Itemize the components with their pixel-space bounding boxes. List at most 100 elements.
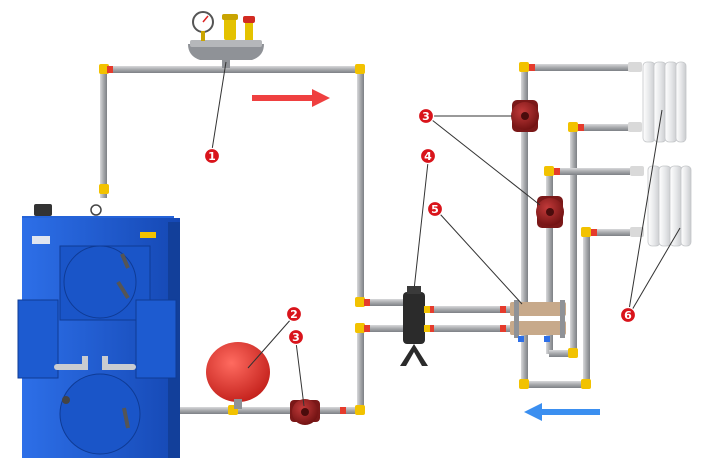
leader-line-6-upper [628, 109, 663, 311]
leader-line-3a [295, 341, 305, 407]
manifold-return-bar [510, 321, 566, 335]
boiler-shelf [17, 299, 59, 379]
fitting [581, 227, 591, 237]
callout-badge-4: 4 [419, 147, 437, 165]
boiler-handle [102, 364, 136, 370]
callout-label: 4 [424, 150, 432, 163]
hydraulic-separator-port [424, 306, 430, 313]
boiler-shelf [135, 299, 177, 379]
radiator-pump-upper [511, 100, 539, 132]
callout-badge-3b: 3 [417, 107, 435, 125]
expansion-tank-neck [234, 399, 242, 409]
hydraulic-separator-port [424, 325, 430, 332]
callout-badge-1: 1 [203, 147, 221, 165]
fitting [340, 407, 346, 414]
fitting [364, 299, 370, 306]
boiler-label [140, 232, 156, 238]
leader-lines [211, 61, 681, 407]
fitting [568, 348, 578, 358]
arrow-right-icon [252, 89, 330, 107]
air-vent-cap [222, 14, 238, 20]
pipe-manifold-link [549, 350, 574, 357]
fitting [355, 323, 365, 333]
pipe-return-descent [357, 328, 364, 412]
fitting [544, 166, 554, 176]
fitting [364, 325, 370, 332]
radiator-pump-lower [536, 196, 564, 228]
fitting [99, 64, 109, 74]
callout-badge-6: 6 [619, 306, 637, 324]
boiler-lower-handle [122, 407, 130, 429]
manifold-valve [518, 336, 524, 342]
radiator-lower [630, 165, 692, 247]
fitting [519, 62, 529, 72]
radiator-valve [628, 62, 642, 72]
pipe-circuit2-return-rise [521, 332, 528, 385]
boiler-pump-hub [301, 408, 309, 416]
radiator-pump-hub [546, 208, 554, 216]
pipe-circuit1-return-h [573, 124, 630, 131]
pipe-from-separator [360, 325, 405, 332]
leader-line-3b-lower [431, 119, 541, 206]
boiler [17, 204, 180, 458]
pipe-circuit1-return-v [570, 127, 577, 355]
hydraulic-separator [400, 286, 430, 366]
leader-line-2 [247, 317, 293, 369]
fitting [554, 168, 560, 175]
hydraulic-separator-stand [400, 344, 428, 366]
distribution-manifold [510, 300, 566, 342]
manifold-bracket [514, 300, 519, 338]
leader-line-6-lower [631, 227, 681, 311]
leader-line-1 [211, 61, 227, 151]
pipe-circuit2-return-bottom [524, 381, 590, 388]
boiler-lower-door [59, 373, 141, 455]
pipe-to-separator [360, 299, 405, 306]
pipe-bottom-return [175, 407, 364, 414]
safety-valve [245, 22, 253, 40]
callout-label: 3 [422, 110, 430, 123]
leader-line-5 [439, 213, 523, 305]
safety-valve-cap [243, 16, 255, 23]
pressure-gauge-needle [202, 15, 209, 23]
pipe-sep-manifold-top [424, 306, 524, 313]
pipe-network [100, 64, 630, 414]
boiler-upper-door-ring [63, 245, 137, 319]
fitting [355, 64, 365, 74]
pipe-top-supply [103, 66, 361, 73]
safety-group-bar [190, 40, 262, 47]
callout-label: 5 [431, 203, 439, 216]
boiler-door-handle [116, 280, 130, 300]
callout-label: 6 [624, 309, 632, 322]
callout-label: 3 [292, 331, 300, 344]
callout-badge-2: 2 [285, 305, 303, 323]
air-vent [224, 18, 236, 40]
pipe-circuit2-supply [546, 172, 553, 312]
arrow-left-icon [524, 403, 600, 421]
pipe-circuit2-return-h [586, 229, 630, 236]
fitting [500, 325, 506, 332]
boiler-door-handle [120, 253, 130, 269]
callout-badge-3a: 3 [287, 328, 305, 346]
fitting [355, 297, 365, 307]
pipe-circuit1-supply [521, 68, 528, 312]
pipe-fittings [99, 62, 597, 415]
fitting [99, 184, 109, 194]
callout-label: 2 [290, 308, 298, 321]
fitting [355, 405, 365, 415]
pipe-boiler-riser [100, 70, 107, 198]
boiler-handle-post [102, 356, 108, 370]
gauge-stem [201, 31, 205, 41]
manifold-bracket [560, 300, 565, 338]
fitting [578, 124, 584, 131]
pipe-circuit1-top [524, 64, 630, 71]
pipe-circuit2-return-v [583, 232, 590, 385]
fitting [107, 66, 113, 73]
manifold-valve [544, 336, 550, 342]
radiator-valve [630, 166, 644, 176]
radiator-upper [628, 61, 687, 143]
hydraulic-separator-body [403, 292, 425, 344]
boiler-handle [54, 364, 88, 370]
radiator-valve [628, 122, 642, 132]
fitting [519, 379, 529, 389]
